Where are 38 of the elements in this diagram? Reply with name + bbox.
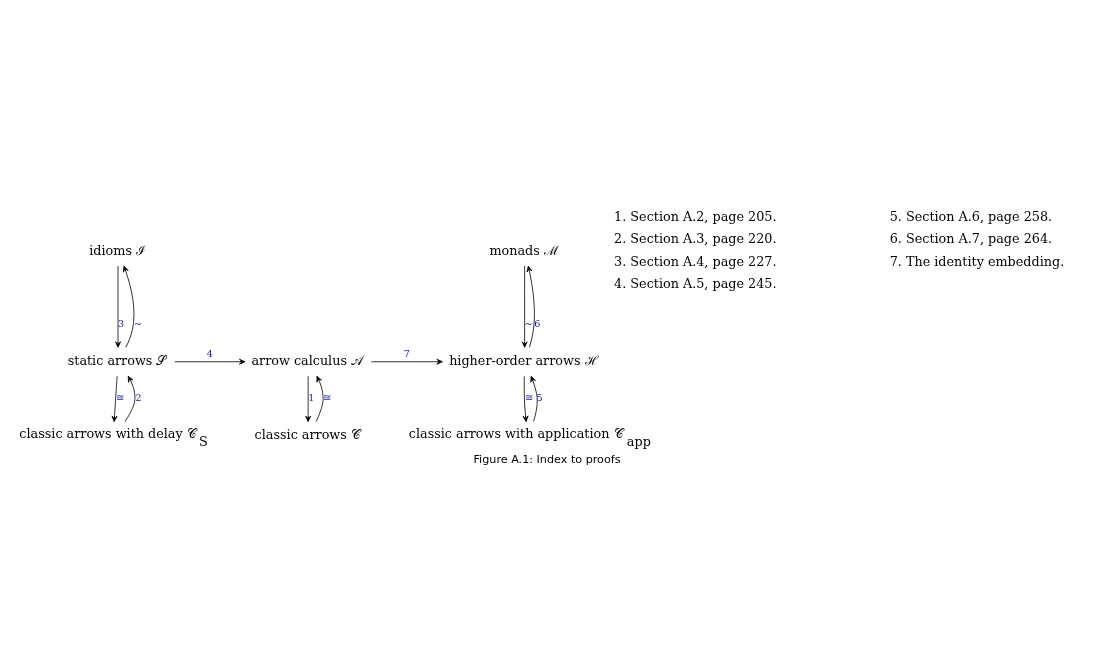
edge-label: 5 xyxy=(536,392,543,404)
arrow xyxy=(174,358,246,365)
arrow xyxy=(521,265,528,348)
node-text: monads ℳ xyxy=(489,242,559,258)
arrow xyxy=(115,265,121,348)
node-text: arrow calculus 𝒜 xyxy=(251,352,364,368)
label: 2. Section A.3, page 220. xyxy=(614,231,777,247)
edge-label: 7 xyxy=(403,347,410,359)
arrow xyxy=(123,265,135,348)
arrow xyxy=(305,375,312,423)
edge-label: 1 xyxy=(308,392,315,404)
label: 4. Section A.5, page 245. xyxy=(614,276,777,292)
edge-label: ~ xyxy=(134,318,143,330)
label: 1. Section A.2, page 205. xyxy=(614,209,777,225)
edge-label: ≅ xyxy=(524,392,533,404)
edge-label: ≅ xyxy=(323,392,332,404)
edge-label: 4 xyxy=(206,347,213,359)
arrow xyxy=(315,375,324,422)
edge-label: ≅ xyxy=(116,392,125,404)
label: 5. Section A.6, page 258. xyxy=(889,209,1053,225)
arrow xyxy=(124,375,136,422)
label: 7. The identity embedding. xyxy=(889,253,1065,269)
label: 6. Section A.7, page 264. xyxy=(889,231,1053,247)
edge-label: 2 xyxy=(135,392,142,404)
node-text: idioms ℐ xyxy=(89,242,146,258)
arrow xyxy=(526,265,535,348)
node-text: classic arrows 𝒞 xyxy=(254,427,360,443)
node-text: higher-order arrows ℋ xyxy=(449,352,599,368)
arrow xyxy=(111,375,118,423)
node-text: static arrows 𝒮 xyxy=(67,352,167,368)
caption: Figure A.1: Index to proofs xyxy=(473,452,621,466)
arrow xyxy=(522,376,529,423)
arrow xyxy=(530,375,538,422)
arrow xyxy=(370,358,443,365)
edge-label: ~ xyxy=(524,318,533,330)
edge-label: 3 xyxy=(118,318,125,330)
label: 3. Section A.4, page 227. xyxy=(614,253,777,269)
edge-label: 6 xyxy=(534,318,541,330)
